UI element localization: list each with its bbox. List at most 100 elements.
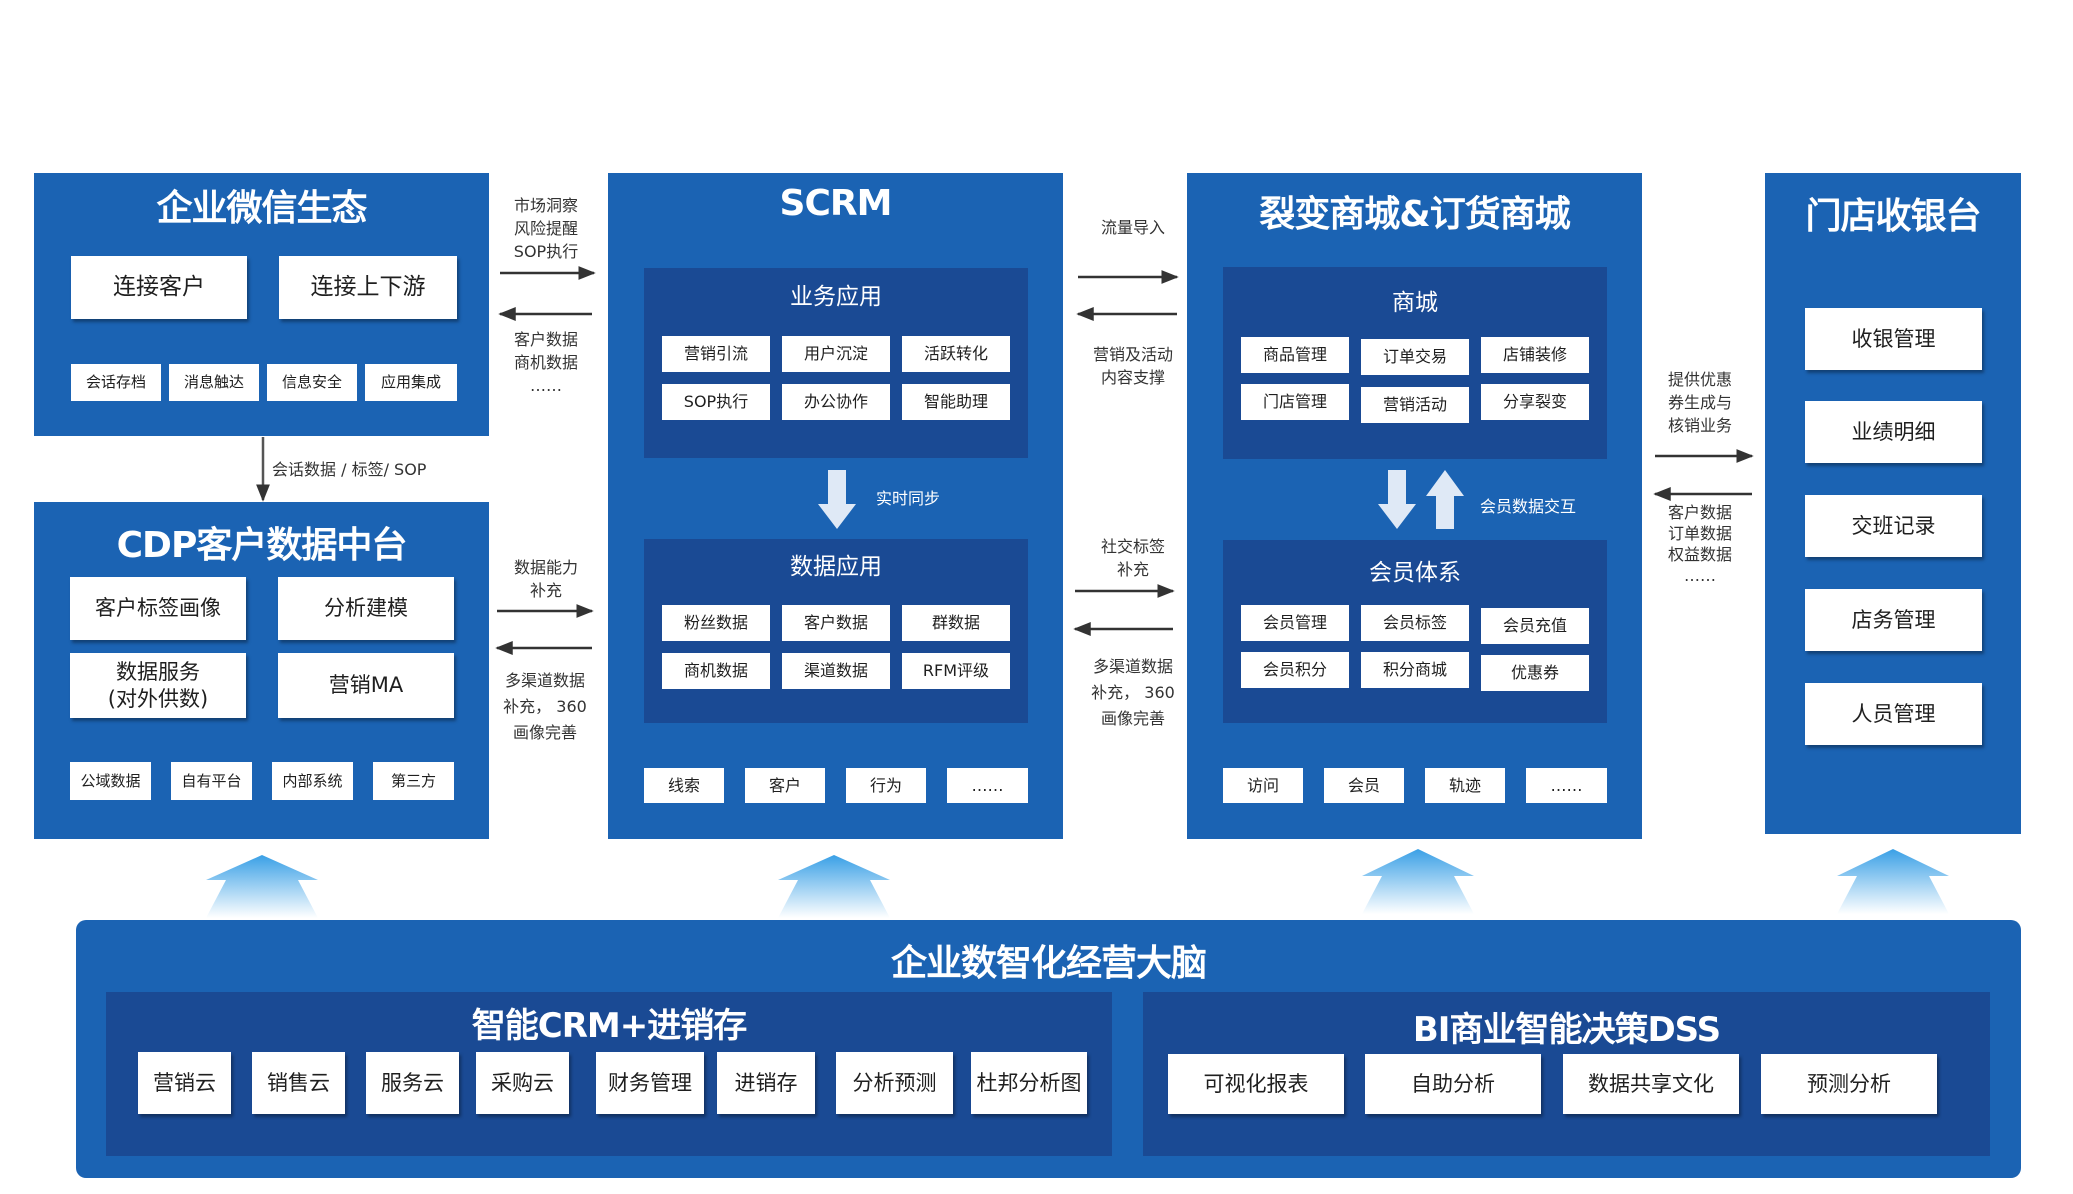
cdp-small-box: 第三方 [373,762,454,800]
mall-bottom-item: 访问 [1223,768,1303,803]
scrm-data-item: 群数据 [902,605,1010,641]
mall-bottom-item: …… [1526,768,1607,803]
mall-member-item: 会员积分 [1241,652,1349,688]
crm-item: 杜邦分析图 [971,1052,1087,1114]
link-mall-pos-left-label: 客户数据 订单数据 权益数据 …… [1667,503,1732,585]
wechat-box-connect-customer: 连接客户 [71,256,247,319]
mall-bottom-item: 轨迹 [1425,768,1505,803]
link-scrm-mall-top-left-label: 营销及活动 内容支撑 [1092,345,1173,387]
brain-title: 企业数智化经营大脑 [890,943,1207,984]
crm-title: 智能CRM+进销存 [471,1006,747,1046]
pos-item: 业绩明细 [1805,401,1982,463]
scrm-data-item: 客户数据 [782,605,890,641]
pos-item: 收银管理 [1805,308,1982,370]
wechat-small-box: 消息触达 [169,364,259,401]
sync-down-arrow-icon [818,470,856,529]
pos-item: 店务管理 [1805,589,1982,651]
mall-member-title: 会员体系 [1369,560,1461,586]
mall-member-item: 积分商城 [1361,652,1469,688]
scrm-biz-item: 用户沉淀 [782,336,890,372]
bi-item: 自助分析 [1365,1054,1541,1114]
mall-shop-item: 商品管理 [1241,337,1349,373]
link-wechat-scrm-right-label: 市场洞察 风险提醒 SOP执行 [513,196,579,261]
wechat-small-box: 会话存档 [71,364,161,401]
scrm-data-item: RFM评级 [902,653,1010,689]
mall-title: 裂变商城&订货商城 [1259,194,1570,235]
link-cdp-scrm-right-label: 数据能力 补充 [513,558,578,600]
crm-item: 销售云 [252,1052,345,1114]
scrm-biz-item: 办公协作 [782,384,890,420]
crm-item: 采购云 [476,1052,569,1114]
scrm-title: SCRM [779,183,893,224]
cdp-box: 数据服务 (对外供数) [70,653,246,718]
bi-item: 可视化报表 [1168,1054,1344,1114]
crm-item: 财务管理 [596,1052,704,1114]
scrm-biz-block: 业务应用 营销引流 用户沉淀 活跃转化 SOP执行 办公协作 智能助理 [644,268,1028,458]
bi-item: 预测分析 [1761,1054,1937,1114]
mall-shop-title: 商城 [1392,290,1438,316]
wechat-small-box: 应用集成 [365,364,457,401]
scrm-data-item: 商机数据 [662,653,770,689]
mall-shop-item: 分享裂变 [1481,384,1589,420]
crm-block: 智能CRM+进销存 营销云 销售云 服务云 采购云 财务管理 进销存 分析预测 … [106,992,1112,1156]
link-scrm-mall-bottom-left-label: 多渠道数据 补充， 360 画像完善 [1091,657,1175,728]
mall-exchange-label: 会员数据交互 [1480,497,1577,516]
scrm-bottom-item: 客户 [745,768,825,803]
pos-item: 交班记录 [1805,495,1982,557]
scrm-bottom-item: 线索 [644,768,724,803]
scrm-data-block: 数据应用 粉丝数据 客户数据 群数据 商机数据 渠道数据 RFM评级 [644,539,1028,723]
link-cdp-scrm-left-label: 多渠道数据 补充， 360 画像完善 [503,671,587,742]
crm-item: 服务云 [366,1052,459,1114]
scrm-biz-item: 智能助理 [902,384,1010,420]
mall-member-item: 会员充值 [1481,608,1589,644]
cdp-small-box: 公域数据 [70,762,151,800]
scrm-data-title: 数据应用 [790,554,882,580]
cdp-box: 营销MA [278,653,454,718]
mall-member-block: 会员体系 会员管理 会员标签 会员充值 会员积分 积分商城 优惠券 [1223,540,1607,723]
link-wechat-scrm-left-label: 客户数据 商机数据 …… [513,330,578,395]
mall-shop-item: 营销活动 [1361,387,1469,423]
pos-item: 人员管理 [1805,683,1982,745]
wechat-box-connect-chain: 连接上下游 [279,256,457,319]
cdp-small-box: 自有平台 [171,762,252,800]
bi-block: BI商业智能决策DSS 可视化报表 自助分析 数据共享文化 预测分析 [1143,992,1990,1156]
scrm-biz-title: 业务应用 [790,284,882,310]
link-mall-pos-right-label: 提供优惠 券生成与 核销业务 [1667,370,1732,435]
scrm-sync-label: 实时同步 [876,489,941,508]
link-scrm-mall-bottom-right-label: 社交标签 补充 [1100,537,1165,579]
cdp-box: 客户标签画像 [70,577,246,640]
pos-panel: 门店收银台 收银管理 业绩明细 交班记录 店务管理 人员管理 [1765,173,2021,834]
wechat-title: 企业微信生态 [156,188,367,229]
mall-bottom-item: 会员 [1324,768,1404,803]
mall-member-item: 会员管理 [1241,605,1349,641]
scrm-panel: SCRM 业务应用 营销引流 用户沉淀 活跃转化 SOP执行 办公协作 智能助理… [608,173,1063,839]
mall-member-item: 优惠券 [1481,655,1589,691]
wechat-small-box: 信息安全 [267,364,357,401]
mall-shop-block: 商城 商品管理 订单交易 店铺装修 门店管理 营销活动 分享裂变 [1223,267,1607,459]
mall-member-item: 会员标签 [1361,605,1469,641]
mall-shop-item: 店铺装修 [1481,337,1589,373]
link-scrm-mall-top-right-label: 流量导入 [1100,218,1165,237]
crm-item: 分析预测 [836,1052,953,1114]
crm-item: 营销云 [138,1052,231,1114]
mall-panel: 裂变商城&订货商城 商城 商品管理 订单交易 店铺装修 门店管理 营销活动 分享… [1187,173,1642,839]
crm-item: 进销存 [717,1052,815,1114]
cdp-small-box: 内部系统 [272,762,353,800]
scrm-data-item: 粉丝数据 [662,605,770,641]
wechat-panel: 企业微信生态 连接客户 连接上下游 会话存档 消息触达 信息安全 应用集成 [34,173,489,436]
link-wechat-cdp-label: 会话数据 / 标签/ SOP [272,460,427,479]
exchange-down-arrow-icon [1378,470,1416,529]
scrm-biz-item: 活跃转化 [902,336,1010,372]
bi-item: 数据共享文化 [1563,1054,1739,1114]
scrm-biz-item: SOP执行 [662,384,770,420]
exchange-up-arrow-icon [1426,470,1464,529]
cdp-panel: CDP客户数据中台 客户标签画像 分析建模 数据服务 (对外供数) 营销MA 公… [34,502,489,839]
mall-shop-item: 订单交易 [1361,339,1469,375]
cdp-box: 分析建模 [278,577,454,640]
pos-title: 门店收银台 [1805,196,1981,237]
scrm-biz-item: 营销引流 [662,336,770,372]
scrm-bottom-item: 行为 [846,768,926,803]
bi-title: BI商业智能决策DSS [1412,1010,1721,1050]
mall-shop-item: 门店管理 [1241,384,1349,420]
cdp-title: CDP客户数据中台 [116,525,408,566]
